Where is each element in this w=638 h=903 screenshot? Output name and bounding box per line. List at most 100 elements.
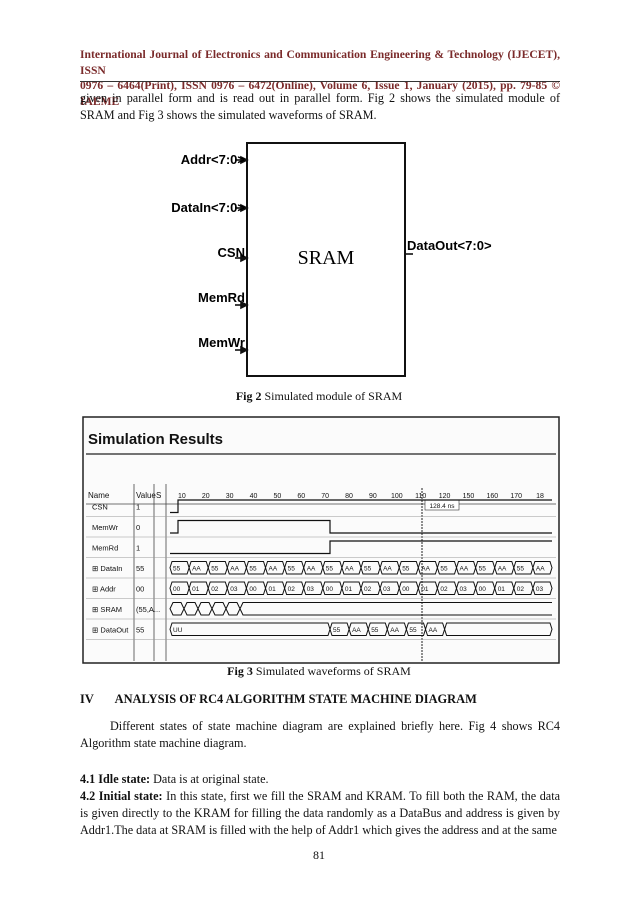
subsection-initial: 4.2 Initial state: In this state, first … — [80, 788, 560, 839]
time-tick-label: 100 — [391, 493, 403, 500]
waveform-datain-value: AA — [345, 565, 354, 572]
signal-value-dataout: 55 — [136, 625, 144, 634]
section-title: ANALYSIS OF RC4 ALGORITHM STATE MACHINE … — [114, 692, 477, 706]
journal-header: International Journal of Electronics and… — [80, 47, 560, 109]
section-paragraph: Different states of state machine diagra… — [80, 719, 560, 750]
signal-value-sram: (55,A... — [136, 605, 160, 614]
waveform-dataout-value: AA — [390, 627, 399, 634]
waveform-dataout-value: AA — [352, 627, 361, 634]
waveform-datain-value: 55 — [517, 565, 525, 572]
time-tick-label: 18 — [536, 493, 544, 500]
waveform-addr-value: 02 — [211, 586, 219, 593]
waveform-datain-value: AA — [230, 565, 239, 572]
waveform-datain-value: AA — [498, 565, 507, 572]
time-tick-label: 160 — [486, 493, 498, 500]
signal-value-csn: 1 — [136, 502, 140, 511]
column-header-name: Name — [88, 491, 110, 500]
input-pins — [235, 155, 249, 355]
waveform-sram-segment — [239, 602, 552, 616]
waveform-datain-value: 55 — [326, 565, 334, 572]
time-tick-label: 10 — [178, 493, 186, 500]
waveform-addr-value: 01 — [421, 586, 429, 593]
signal-name-datain: ⊞ DataIn — [92, 564, 122, 573]
time-tick-label: 60 — [297, 493, 305, 500]
waveform-addr-value: 03 — [307, 586, 315, 593]
time-tick-label: 170 — [510, 493, 522, 500]
signal-name-addr: ⊞ Addr — [92, 584, 116, 593]
signal-name-memrd: MemRd — [92, 543, 118, 552]
simulation-title: Simulation Results — [88, 431, 223, 448]
signal-name-csn: CSN — [92, 502, 108, 511]
time-tick-label: 40 — [250, 493, 258, 500]
waveform-addr-value: 01 — [498, 586, 506, 593]
page-number: 81 — [313, 848, 325, 862]
subsection-idle-label: 4.1 Idle state: — [80, 772, 151, 786]
output-label-dataout: DataOut<7:0> — [407, 238, 492, 253]
waveform-addr-value: 02 — [364, 586, 372, 593]
waveform-datain-value: AA — [192, 565, 201, 572]
sram-block — [246, 142, 406, 377]
waveform-addr-value: 00 — [173, 586, 181, 593]
waveform-addr-value: 03 — [536, 586, 544, 593]
time-tick-label: 20 — [202, 493, 210, 500]
intro-paragraph: given in parallel form and is read out i… — [80, 91, 560, 122]
column-header-s: S — [156, 491, 161, 500]
waveform-datain-value: 55 — [364, 565, 372, 572]
waveform-dataout-value: 55 — [333, 627, 341, 634]
waveform-addr-value: 00 — [479, 586, 487, 593]
waveform-addr-value: 02 — [517, 586, 525, 593]
waveform-addr-value: 00 — [249, 586, 257, 593]
waveform-addr-value: 02 — [288, 586, 296, 593]
fig2-caption-label: Fig 2 — [235, 389, 262, 403]
time-tick-label: 30 — [226, 493, 234, 500]
sram-block-label: SRAM — [298, 247, 355, 269]
waveform-dataout-segment — [444, 622, 553, 636]
header-line-2: 0976 – 6464(Print), ISSN 0976 – 6472(Onl… — [80, 79, 560, 108]
time-tick-label: 70 — [321, 493, 329, 500]
input-label-csn: CSN — [218, 245, 245, 260]
waveform-datain-value: 55 — [211, 565, 219, 572]
fig2-sram-module: Addr<7:0> DataIn<7:0> CSN MemRd MemWr SR… — [171, 142, 492, 377]
waveform-dataout-value: 55 — [371, 627, 379, 634]
waveform-addr-value: 01 — [269, 586, 277, 593]
signal-name-memwr: MemWr — [92, 523, 119, 532]
waveform-addr-value: 03 — [383, 586, 391, 593]
waveform-dataout-value: 55 — [409, 627, 417, 634]
column-header-value: Value — [136, 491, 156, 500]
waveform-addr-value: 03 — [230, 586, 238, 593]
waveform-addr-value: 00 — [402, 586, 410, 593]
signal-name-dataout: ⊞ DataOut — [92, 625, 129, 634]
time-tick-label: 90 — [369, 493, 377, 500]
waveform-datain-value: AA — [460, 565, 469, 572]
waveform-addr-value: 01 — [345, 586, 353, 593]
waveform-dataout-value: AA — [429, 627, 438, 634]
subsection-initial-text: In this state, first we fill the SRAM an… — [80, 789, 560, 837]
waveform-datain-value: 55 — [402, 565, 410, 572]
signal-value-datain: 55 — [136, 564, 144, 573]
subsection-idle: 4.1 Idle state: Data is at original stat… — [80, 771, 560, 788]
waveform-addr-value: 03 — [460, 586, 468, 593]
waveform-addr-segment — [532, 581, 553, 595]
waveform-datain-value: AA — [421, 565, 430, 572]
signal-value-addr: 00 — [136, 584, 144, 593]
waveform-frame — [82, 416, 560, 664]
subsection-idle-text: Data is at original state. — [150, 772, 269, 786]
signal-name-sram: ⊞ SRAM — [92, 605, 122, 614]
waveform-csn — [170, 499, 552, 514]
header-line-1: International Journal of Electronics and… — [80, 48, 560, 77]
input-label-memwr: MemWr — [198, 335, 245, 350]
time-tick-label: 80 — [345, 493, 353, 500]
section-heading: IV ANALYSIS OF RC4 ALGORITHM STATE MACHI… — [80, 692, 560, 707]
waveform-memrd — [170, 540, 552, 555]
fig3-caption-text: Simulated waveforms of SRAM — [252, 664, 411, 678]
time-tick-label: 110 — [415, 493, 426, 500]
waveform-datain-value: AA — [383, 565, 392, 572]
waveform-addr-value: 00 — [326, 586, 334, 593]
header-rule — [80, 81, 560, 82]
waveform-datain-value: 55 — [288, 565, 296, 572]
fig3-caption: Fig 3 Simulated waveforms of SRAM — [0, 664, 638, 679]
waveform-datain-value: 55 — [249, 565, 257, 572]
waveform-addr-value: 01 — [192, 586, 200, 593]
